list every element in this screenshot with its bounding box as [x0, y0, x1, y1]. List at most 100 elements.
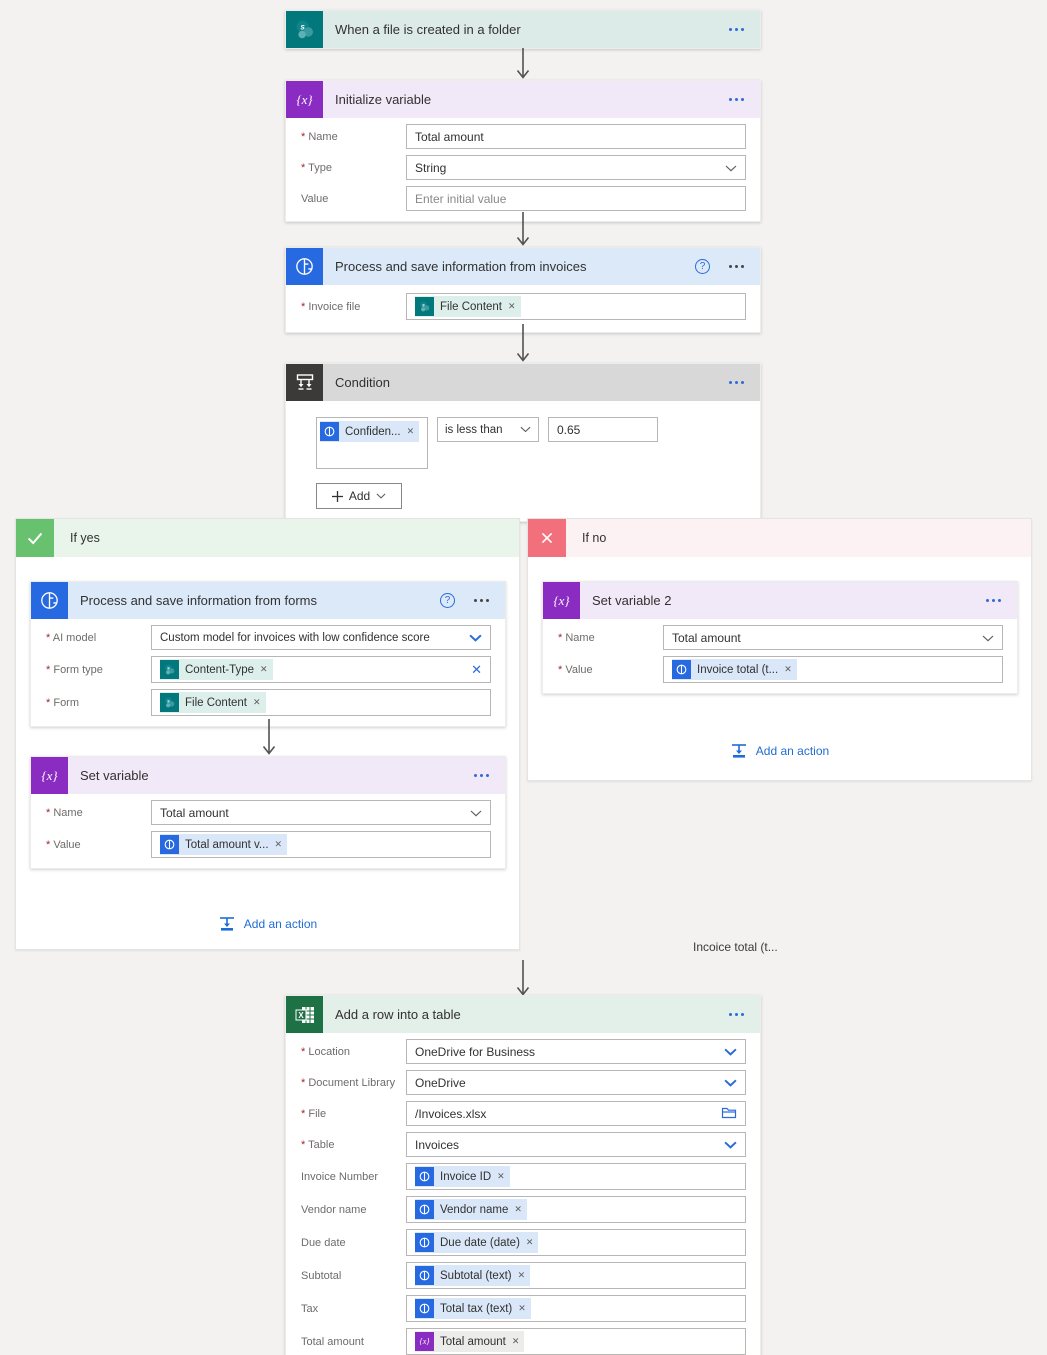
subtotal-input[interactable]: Subtotal (text) — [406, 1262, 746, 1289]
invoice-total-token[interactable]: Invoice total (t... — [672, 659, 797, 680]
total-amount-value-token[interactable]: Total amount v... — [160, 834, 288, 855]
more-menu-icon[interactable] — [724, 377, 746, 388]
due-date-input[interactable]: Due date (date) — [406, 1229, 746, 1256]
variable-value-input[interactable]: Enter initial value — [406, 186, 746, 211]
ai-model-select[interactable]: Custom model for invoices with low confi… — [151, 625, 491, 650]
subtotal-token[interactable]: Subtotal (text) — [415, 1265, 531, 1286]
if-yes-bar[interactable]: If yes — [16, 519, 519, 557]
add-action-link[interactable]: Add an action — [16, 916, 519, 932]
more-menu-icon[interactable] — [469, 770, 491, 781]
chevron-down-icon[interactable] — [724, 1045, 737, 1059]
process-invoices-header[interactable]: Process and save information from invoic… — [286, 248, 760, 285]
condition-header[interactable]: Condition — [286, 364, 760, 401]
vendor-name-label: Vendor name — [301, 1203, 367, 1216]
chevron-down-icon[interactable] — [724, 1076, 737, 1090]
file-input[interactable]: /Invoices.xlsx — [406, 1101, 746, 1126]
name-label: Name — [46, 807, 151, 819]
add-row-table-header[interactable]: X Add a row into a table — [286, 996, 760, 1033]
more-menu-icon[interactable] — [724, 24, 746, 35]
process-forms-card[interactable]: Process and save information from forms … — [30, 581, 506, 727]
chevron-down-icon[interactable] — [724, 1138, 737, 1152]
remove-token-icon[interactable] — [508, 301, 516, 312]
remove-token-icon[interactable] — [518, 1270, 526, 1281]
remove-token-icon[interactable] — [512, 1336, 520, 1347]
more-menu-icon[interactable] — [469, 595, 491, 606]
trigger-card-header[interactable]: s When a file is created in a folder — [286, 11, 760, 48]
remove-token-icon[interactable] — [784, 664, 792, 675]
table-label: Table — [301, 1139, 406, 1151]
total-amount-token[interactable]: {x} Total amount — [415, 1331, 525, 1352]
table-select[interactable]: Invoices — [406, 1132, 746, 1157]
invoice-id-token[interactable]: Invoice ID — [415, 1166, 510, 1187]
form-type-input[interactable]: s Content-Type — [151, 656, 491, 683]
tax-input[interactable]: Total tax (text) — [406, 1295, 746, 1322]
set-variable-2-value-input[interactable]: Invoice total (t... — [663, 656, 1003, 683]
remove-token-icon[interactable] — [497, 1171, 505, 1182]
more-menu-icon[interactable] — [724, 1009, 746, 1020]
remove-token-icon[interactable] — [514, 1204, 522, 1215]
set-variable-2-name-select[interactable]: Total amount — [663, 625, 1003, 650]
form-input[interactable]: s File Content — [151, 689, 491, 716]
folder-picker-icon[interactable] — [721, 1106, 737, 1122]
remove-token-icon[interactable] — [275, 839, 283, 850]
location-select[interactable]: OneDrive for Business — [406, 1039, 746, 1064]
more-menu-icon[interactable] — [981, 595, 1003, 606]
vendor-name-token[interactable]: Vendor name — [415, 1199, 527, 1220]
invoice-number-input[interactable]: Invoice ID — [406, 1163, 746, 1190]
subtotal-label: Subtotal — [301, 1269, 342, 1282]
chevron-down-icon[interactable] — [982, 631, 994, 645]
document-library-select[interactable]: OneDrive — [406, 1070, 746, 1095]
condition-add-button[interactable]: Add — [316, 483, 402, 509]
svg-text:s: s — [300, 22, 305, 31]
file-content-token[interactable]: s File Content — [160, 692, 266, 713]
condition-card[interactable]: Condition Confiden... is less than — [285, 363, 761, 522]
initialize-variable-card[interactable]: {x} Initialize variable Name Total amoun… — [285, 80, 761, 222]
if-no-bar[interactable]: If no — [528, 519, 1031, 557]
process-forms-header[interactable]: Process and save information from forms — [31, 582, 505, 619]
set-variable-name-select[interactable]: Total amount — [151, 800, 491, 825]
vendor-name-input[interactable]: Vendor name — [406, 1196, 746, 1223]
chevron-down-icon[interactable] — [469, 631, 482, 645]
invoice-file-input[interactable]: s File Content — [406, 293, 746, 320]
variable-name-input[interactable]: Total amount — [406, 124, 746, 149]
set-variable-2-title: Set variable 2 — [592, 593, 672, 608]
help-icon[interactable] — [695, 259, 710, 274]
remove-token-icon[interactable] — [526, 1237, 534, 1248]
set-variable-2-header[interactable]: {x} Set variable 2 — [543, 582, 1017, 619]
condition-value-input[interactable]: 0.65 — [548, 417, 658, 442]
add-action-link[interactable]: Add an action — [528, 743, 1031, 759]
chevron-down-icon[interactable] — [725, 161, 737, 175]
remove-token-icon[interactable] — [518, 1303, 526, 1314]
initialize-variable-header[interactable]: {x} Initialize variable — [286, 81, 760, 118]
confidence-token[interactable]: Confiden... — [320, 421, 420, 442]
file-content-token[interactable]: s File Content — [415, 296, 521, 317]
set-variable-2-card[interactable]: {x} Set variable 2 Name Total amount Val… — [542, 581, 1018, 694]
condition-operator-select[interactable]: is less than — [437, 417, 539, 442]
total-amount-input[interactable]: {x} Total amount — [406, 1328, 746, 1355]
clear-field-icon[interactable] — [471, 662, 482, 678]
remove-token-icon[interactable] — [260, 664, 268, 675]
content-type-token[interactable]: s Content-Type — [160, 659, 273, 680]
total-tax-token[interactable]: Total tax (text) — [415, 1298, 531, 1319]
connector-arrow — [262, 719, 276, 755]
set-variable-card[interactable]: {x} Set variable Name Total amount Value — [30, 756, 506, 869]
due-date-token[interactable]: Due date (date) — [415, 1232, 539, 1253]
add-action-icon — [731, 744, 746, 758]
set-variable-value-input[interactable]: Total amount v... — [151, 831, 491, 858]
value-label: Value — [558, 664, 663, 676]
help-icon[interactable] — [440, 593, 455, 608]
chevron-down-icon[interactable] — [520, 424, 531, 436]
remove-token-icon[interactable] — [253, 697, 261, 708]
remove-token-icon[interactable] — [407, 426, 415, 437]
trigger-card[interactable]: s When a file is created in a folder — [285, 10, 761, 49]
document-library-label: Document Library — [301, 1077, 406, 1089]
process-invoices-card[interactable]: Process and save information from invoic… — [285, 247, 761, 333]
chevron-down-icon[interactable] — [470, 806, 482, 820]
connector-arrow — [516, 48, 530, 79]
more-menu-icon[interactable] — [724, 261, 746, 272]
add-row-table-card[interactable]: X Add a row into a table Location OneDri… — [285, 995, 761, 1355]
set-variable-header[interactable]: {x} Set variable — [31, 757, 505, 794]
variable-type-select[interactable]: String — [406, 155, 746, 180]
condition-operand-input[interactable]: Confiden... — [316, 417, 428, 469]
more-menu-icon[interactable] — [724, 94, 746, 105]
